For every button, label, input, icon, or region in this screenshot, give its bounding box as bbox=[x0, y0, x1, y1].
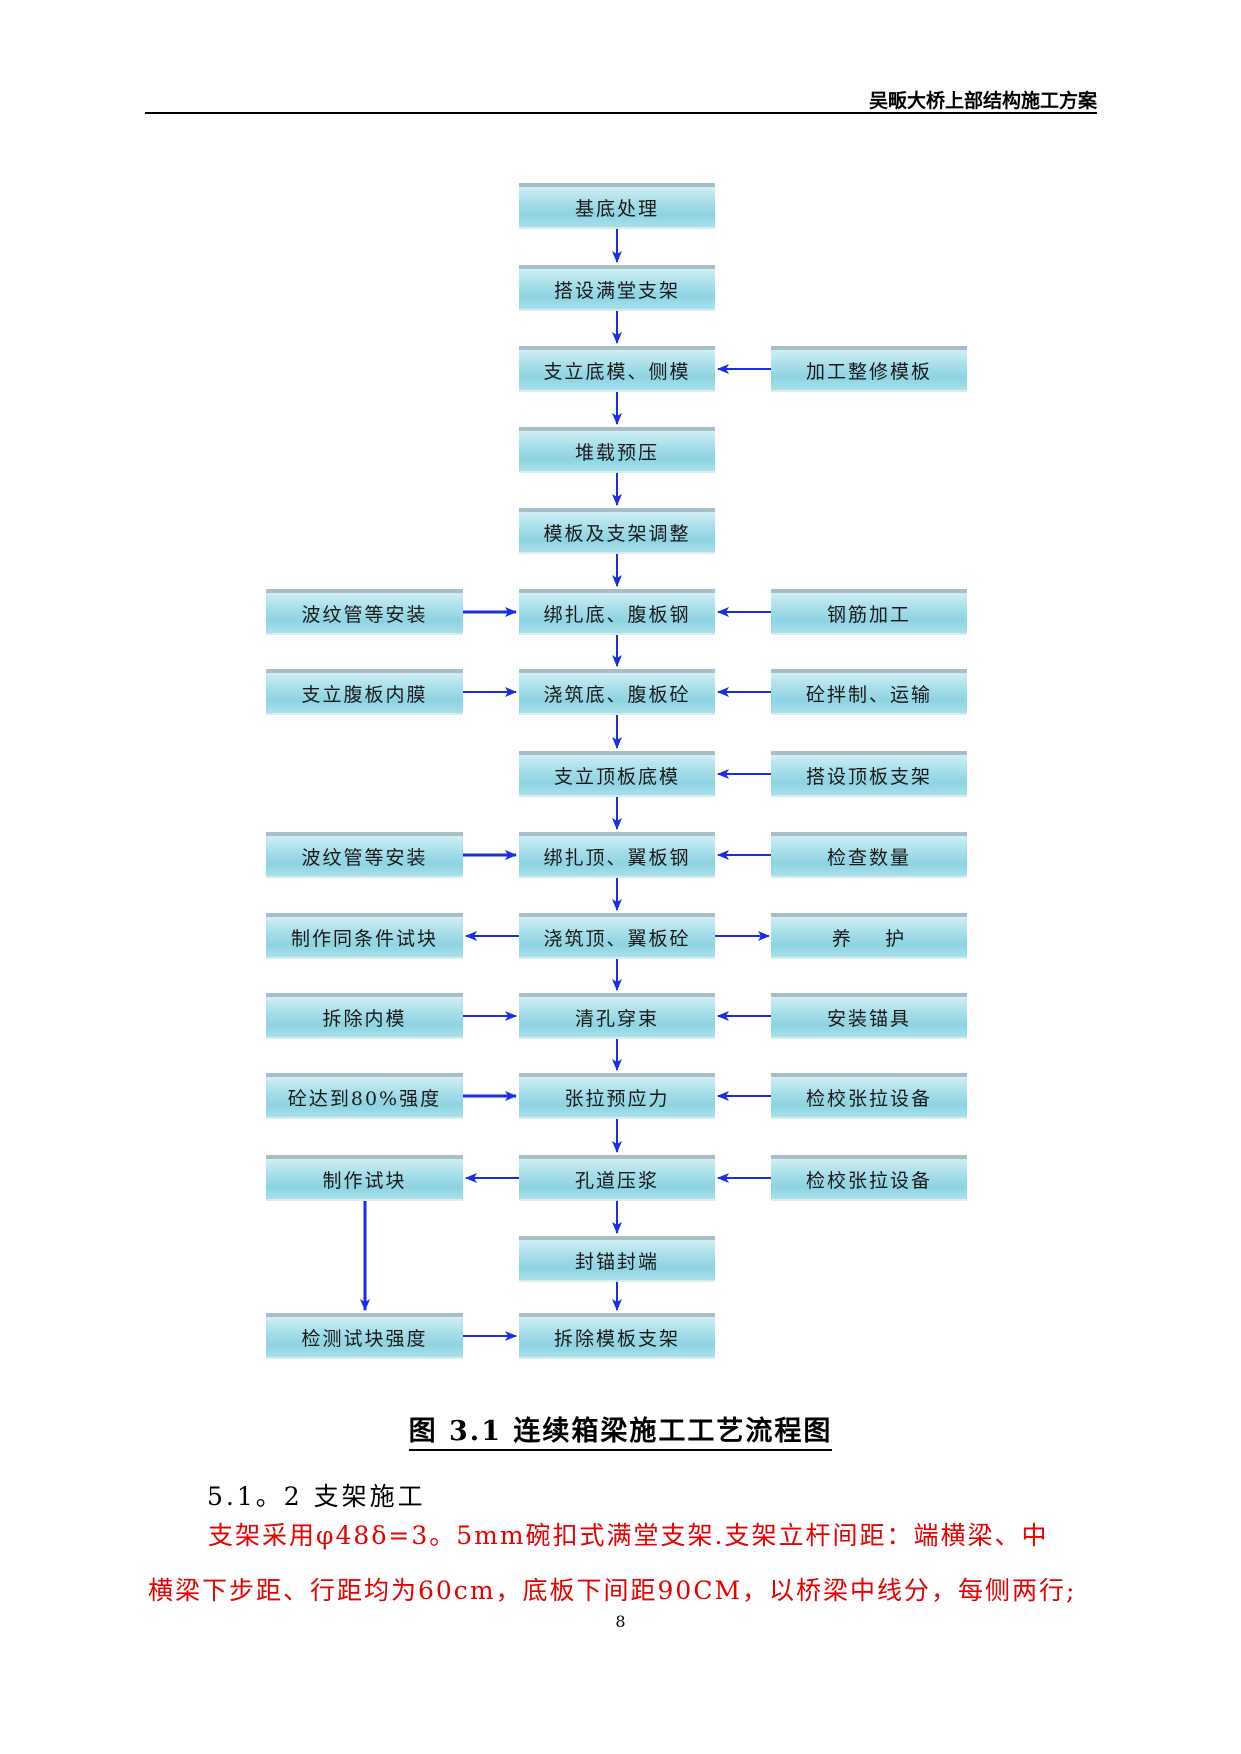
step-grouting: 孔道压浆 bbox=[519, 1155, 715, 1201]
right-form-repair: 加工整修模板 bbox=[771, 346, 967, 392]
step-label: 浇筑底、腹板砼 bbox=[543, 683, 691, 706]
left-label: 波纹管等安装 bbox=[301, 603, 428, 626]
step-label: 封锚封端 bbox=[574, 1250, 659, 1273]
step-pour-top: 浇筑顶、翼板砼 bbox=[519, 913, 715, 959]
right-label: 钢筋加工 bbox=[826, 603, 911, 626]
step-label: 孔道压浆 bbox=[574, 1169, 659, 1192]
left-label: 砼达到80%强度 bbox=[287, 1087, 442, 1110]
document-header-title: 吴畈大桥上部结构施工方案 bbox=[868, 90, 1097, 112]
left-label: 制作试块 bbox=[322, 1169, 407, 1192]
right-curing: 养 护 bbox=[771, 913, 967, 959]
flowchart-arrows bbox=[360, 229, 771, 1341]
right-label: 搭设顶板支架 bbox=[805, 765, 932, 788]
right-label: 加工整修模板 bbox=[805, 360, 932, 383]
section-heading: 5.1。2 支架施工 bbox=[207, 1482, 426, 1511]
step-label: 基底处理 bbox=[574, 197, 659, 220]
body-paragraph-line-2: 横梁下步距、行距均为60cm，底板下间距90CM，以桥梁中线分，每侧两行; bbox=[148, 1576, 1077, 1605]
left-inner-form: 支立腹板内膜 bbox=[266, 669, 463, 715]
step-label: 绑扎顶、翼板钢 bbox=[543, 846, 691, 869]
step-foundation: 基底处理 bbox=[519, 183, 715, 229]
step-erect-support: 搭设满堂支架 bbox=[519, 265, 715, 311]
header-rule bbox=[145, 112, 1097, 114]
step-bind-bottom-rebar: 绑扎底、腹板钢 bbox=[519, 589, 715, 635]
step-label: 清孔穿束 bbox=[574, 1007, 659, 1030]
left-strength-80: 砼达到80%强度 bbox=[266, 1073, 463, 1119]
left-label: 拆除内模 bbox=[322, 1007, 407, 1030]
left-bellows-install-2: 波纹管等安装 bbox=[266, 832, 463, 878]
left-test-specimen: 检测试块强度 bbox=[266, 1313, 463, 1359]
step-label: 堆载预压 bbox=[574, 441, 659, 464]
right-label: 检校张拉设备 bbox=[805, 1169, 932, 1192]
step-top-slab-form: 支立顶板底模 bbox=[519, 751, 715, 797]
page-number: 8 bbox=[615, 1612, 626, 1631]
left-cond-specimen: 制作同条件试块 bbox=[266, 913, 463, 959]
right-label: 检查数量 bbox=[826, 846, 911, 869]
step-label: 绑扎底、腹板钢 bbox=[543, 603, 691, 626]
step-preload: 堆载预压 bbox=[519, 427, 715, 473]
step-label: 模板及支架调整 bbox=[543, 522, 691, 545]
right-check-equip-1: 检校张拉设备 bbox=[771, 1073, 967, 1119]
step-pour-bottom: 浇筑底、腹板砼 bbox=[519, 669, 715, 715]
left-label: 支立腹板内膜 bbox=[301, 683, 428, 706]
step-label: 浇筑顶、翼板砼 bbox=[543, 927, 691, 950]
step-bind-top-rebar: 绑扎顶、翼板钢 bbox=[519, 832, 715, 878]
left-bellows-install-1: 波纹管等安装 bbox=[266, 589, 463, 635]
right-rebar-process: 钢筋加工 bbox=[771, 589, 967, 635]
step-label: 支立底模、侧模 bbox=[543, 360, 691, 383]
left-label: 制作同条件试块 bbox=[290, 927, 438, 950]
left-make-specimen: 制作试块 bbox=[266, 1155, 463, 1201]
right-label: 养 护 bbox=[831, 927, 907, 950]
step-label: 拆除模板支架 bbox=[553, 1327, 680, 1350]
step-label: 支立顶板底模 bbox=[553, 765, 680, 788]
step-clean-thread: 清孔穿束 bbox=[519, 993, 715, 1039]
step-seal-anchor: 封锚封端 bbox=[519, 1236, 715, 1282]
step-label: 张拉预应力 bbox=[564, 1087, 670, 1110]
step-bottom-side-form: 支立底模、侧模 bbox=[519, 346, 715, 392]
step-adjust-form: 模板及支架调整 bbox=[519, 508, 715, 554]
figure-caption-text: 图 3.1 连续箱梁施工工艺流程图 bbox=[408, 1416, 833, 1451]
right-top-support: 搭设顶板支架 bbox=[771, 751, 967, 797]
left-remove-inner: 拆除内模 bbox=[266, 993, 463, 1039]
right-anchors: 安装锚具 bbox=[771, 993, 967, 1039]
step-label: 搭设满堂支架 bbox=[553, 279, 680, 302]
figure-caption: 图 3.1 连续箱梁施工工艺流程图 bbox=[0, 1409, 1241, 1451]
step-remove-form: 拆除模板支架 bbox=[519, 1313, 715, 1359]
right-label: 安装锚具 bbox=[826, 1007, 911, 1030]
right-concrete-mix: 砼拌制、运输 bbox=[771, 669, 967, 715]
step-tension: 张拉预应力 bbox=[519, 1073, 715, 1119]
right-label: 检校张拉设备 bbox=[805, 1087, 932, 1110]
right-check-qty: 检查数量 bbox=[771, 832, 967, 878]
right-label: 砼拌制、运输 bbox=[805, 683, 932, 706]
body-paragraph-line-1: 支架采用φ48δ=3。5mm碗扣式满堂支架.支架立杆间距：端横梁、中 bbox=[208, 1521, 1049, 1550]
left-label: 波纹管等安装 bbox=[301, 846, 428, 869]
left-label: 检测试块强度 bbox=[301, 1327, 428, 1350]
right-check-equip-2: 检校张拉设备 bbox=[771, 1155, 967, 1201]
